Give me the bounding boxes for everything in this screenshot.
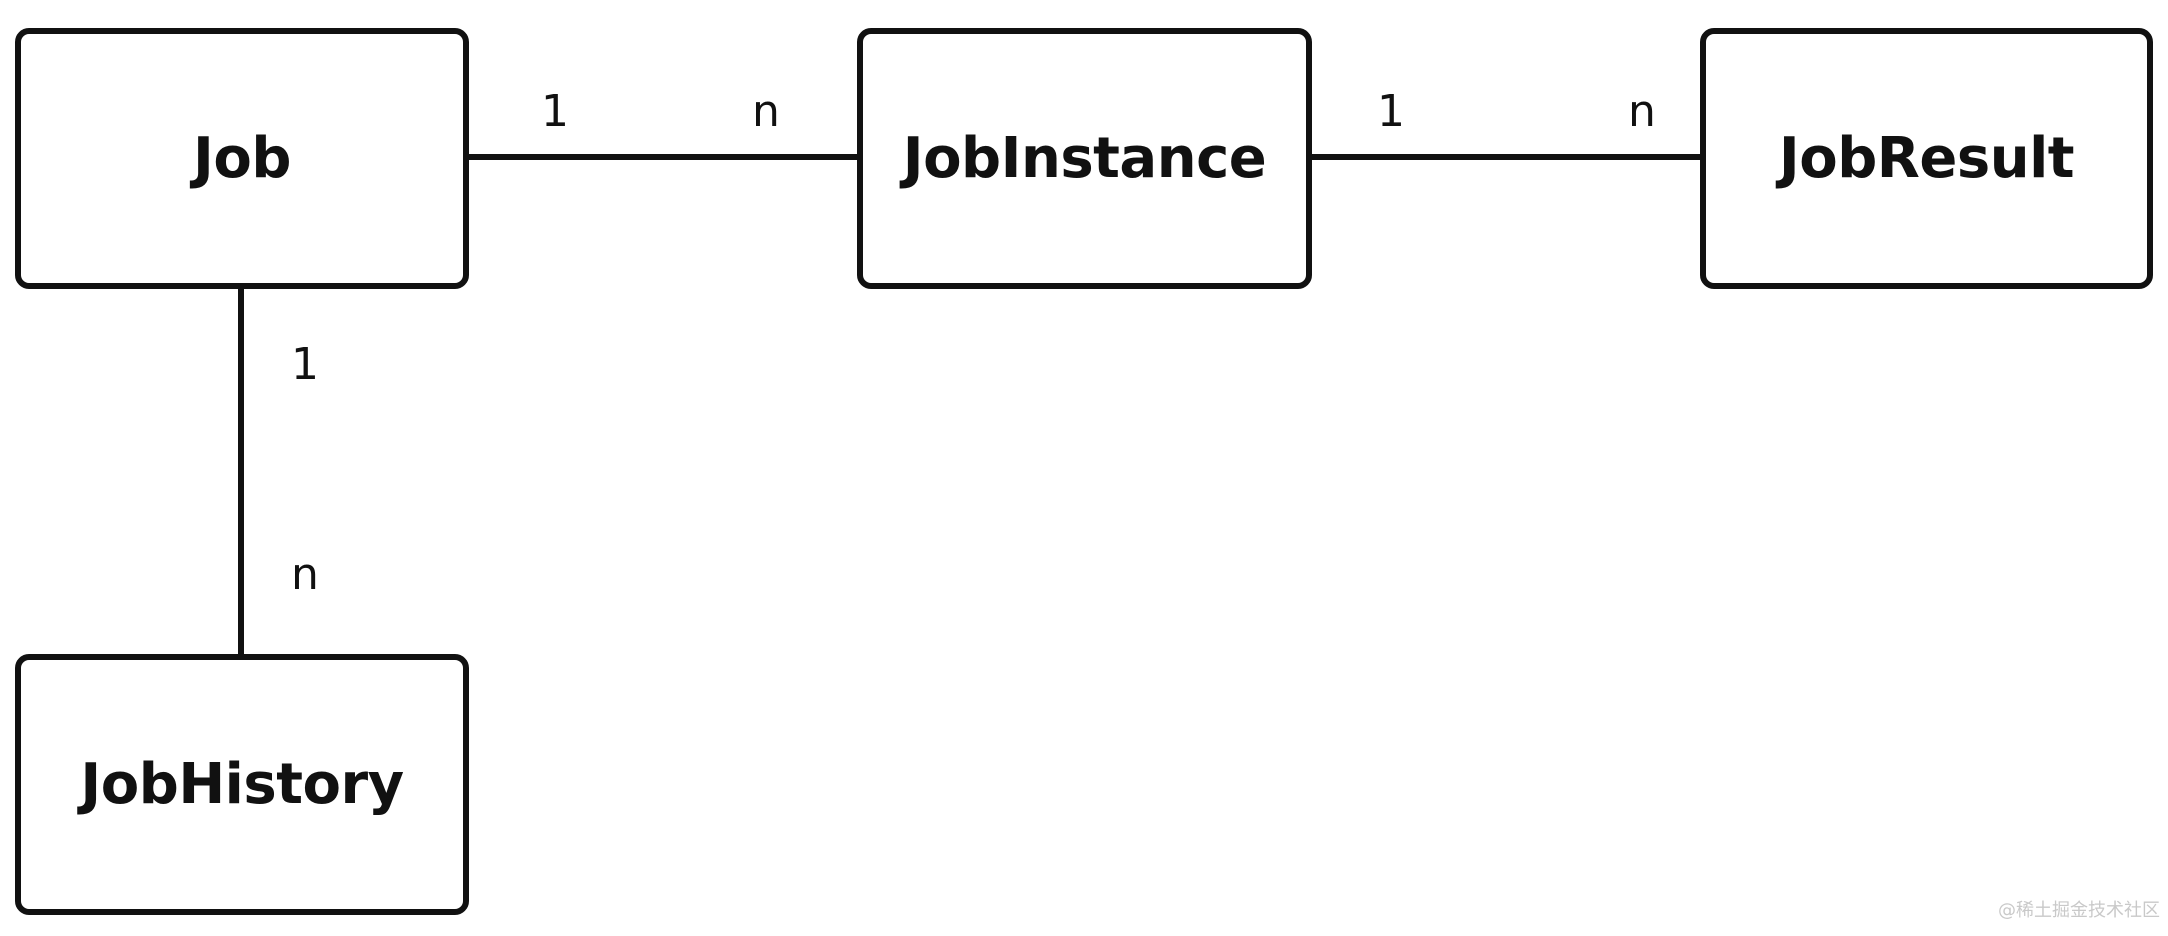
job-entity-label: Job — [193, 126, 291, 191]
job-instance-entity-box: JobInstance — [857, 28, 1312, 289]
job-to-instance-from-cardinality: 1 — [541, 86, 569, 137]
job-entity-box: Job — [15, 28, 469, 289]
instance-to-result-to-cardinality: n — [1628, 86, 1656, 137]
job-result-entity-box: JobResult — [1700, 28, 2153, 289]
job-instance-entity-label: JobInstance — [902, 126, 1267, 191]
instance-to-result-connector — [1312, 154, 1700, 160]
job-to-history-to-cardinality: n — [291, 549, 319, 600]
job-history-entity-label: JobHistory — [80, 752, 404, 817]
instance-to-result-from-cardinality: 1 — [1377, 86, 1405, 137]
job-to-instance-to-cardinality: n — [752, 86, 780, 137]
job-result-entity-label: JobResult — [1778, 126, 2075, 191]
watermark-text: @稀土掘金技术社区 — [1998, 900, 2160, 921]
job-history-entity-box: JobHistory — [15, 654, 469, 915]
job-to-history-connector — [238, 289, 244, 654]
job-to-instance-connector — [469, 154, 857, 160]
job-to-history-from-cardinality: 1 — [291, 339, 319, 390]
